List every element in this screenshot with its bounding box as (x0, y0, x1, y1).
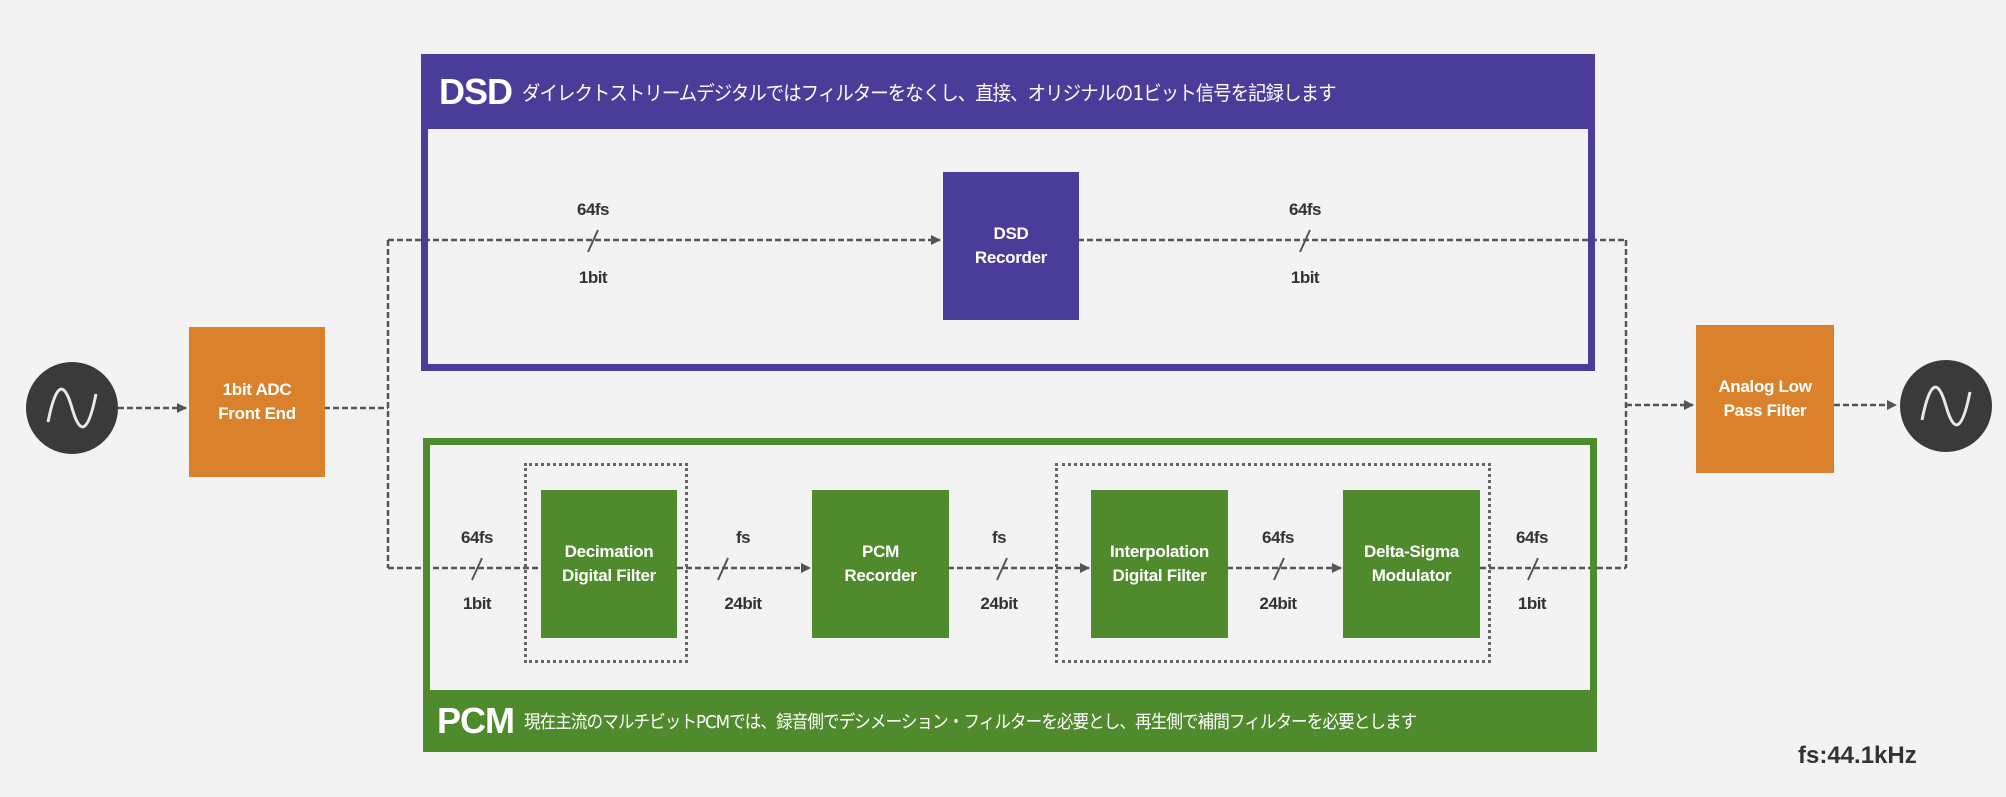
block-label-line: Interpolation (1109, 542, 1210, 561)
bus-slash (1299, 229, 1311, 253)
block-label-line: Pass Filter (1723, 401, 1807, 420)
dsd-recorder-block: DSD Recorder (943, 172, 1079, 320)
signal-bits-label: 24bit (1259, 594, 1297, 613)
block-label-line: 1bit ADC (222, 380, 292, 399)
signal-bits-label: 24bit (724, 594, 762, 613)
dsd-section-frame (421, 54, 1595, 371)
bus-slash (1273, 557, 1285, 581)
signal-bits-label: 24bit (980, 594, 1018, 613)
sampling-frequency-note: fs:44.1kHz (1798, 742, 1917, 769)
block-label-line: Recorder (974, 248, 1048, 267)
pcm-section-title: PCM (437, 700, 515, 741)
playback-side-filter-group (1055, 463, 1491, 663)
output-signal-source (1900, 360, 1992, 452)
block-label-line: Modulator (1371, 566, 1452, 585)
signal-rate-label: 64fs (460, 528, 494, 547)
pcm-section-header: PCM 現在主流のマルチビットPCMでは、録音側でデシメーション・フィルターを必… (423, 690, 1597, 752)
dsd-section-header: DSD ダイレクトストリームデジタルではフィルターをなくし、直接、オリジナルの1… (421, 54, 1595, 129)
bus-slash (717, 557, 729, 581)
recording-side-filter-group (524, 463, 688, 663)
signal-rate-label: 64fs (1515, 528, 1549, 547)
dsd-section-title: DSD (439, 70, 513, 112)
block-label-line: PCM (862, 542, 899, 561)
bus-slash (996, 557, 1008, 581)
input-signal-source (26, 362, 118, 454)
block-label-line: Decimation (564, 542, 654, 561)
sine-wave-icon (1920, 385, 1972, 427)
bus-slash (587, 229, 599, 253)
bus-slash (1527, 557, 1539, 581)
signal-bits-label: 1bit (462, 594, 492, 613)
pcm-section-frame (423, 438, 1597, 752)
signal-rate-label: fs (991, 528, 1007, 547)
bus-slash (471, 557, 483, 581)
signal-rate-label: 64fs (1288, 200, 1322, 219)
block-label-line: DSD (993, 224, 1029, 243)
block-label-line: Front End (218, 404, 296, 423)
signal-rate-label: 64fs (576, 200, 610, 219)
signal-rate-label: 64fs (1261, 528, 1295, 547)
signal-rate-label: fs (735, 528, 751, 547)
block-label-line: Digital Filter (561, 566, 657, 585)
block-label-line: Delta-Sigma (1364, 542, 1459, 561)
sine-wave-icon (46, 387, 98, 429)
signal-bits-label: 1bit (1517, 594, 1547, 613)
block-label-line: Recorder (844, 566, 917, 585)
block-label-line: Digital Filter (1112, 566, 1207, 585)
signal-bits-label: 1bit (578, 268, 608, 287)
pcm-section-description: 現在主流のマルチビットPCMでは、録音側でデシメーション・フィルターを必要とし、… (524, 712, 1417, 733)
pcm-recorder-block: PCM Recorder (812, 490, 949, 638)
dsd-section-description: ダイレクトストリームデジタルではフィルターをなくし、直接、オリジナルの1ビット信… (522, 81, 1337, 105)
block-label-line: Analog Low (1718, 377, 1812, 396)
adc-front-end-block: 1bit ADC Front End (189, 327, 325, 477)
signal-bits-label: 1bit (1290, 268, 1320, 287)
